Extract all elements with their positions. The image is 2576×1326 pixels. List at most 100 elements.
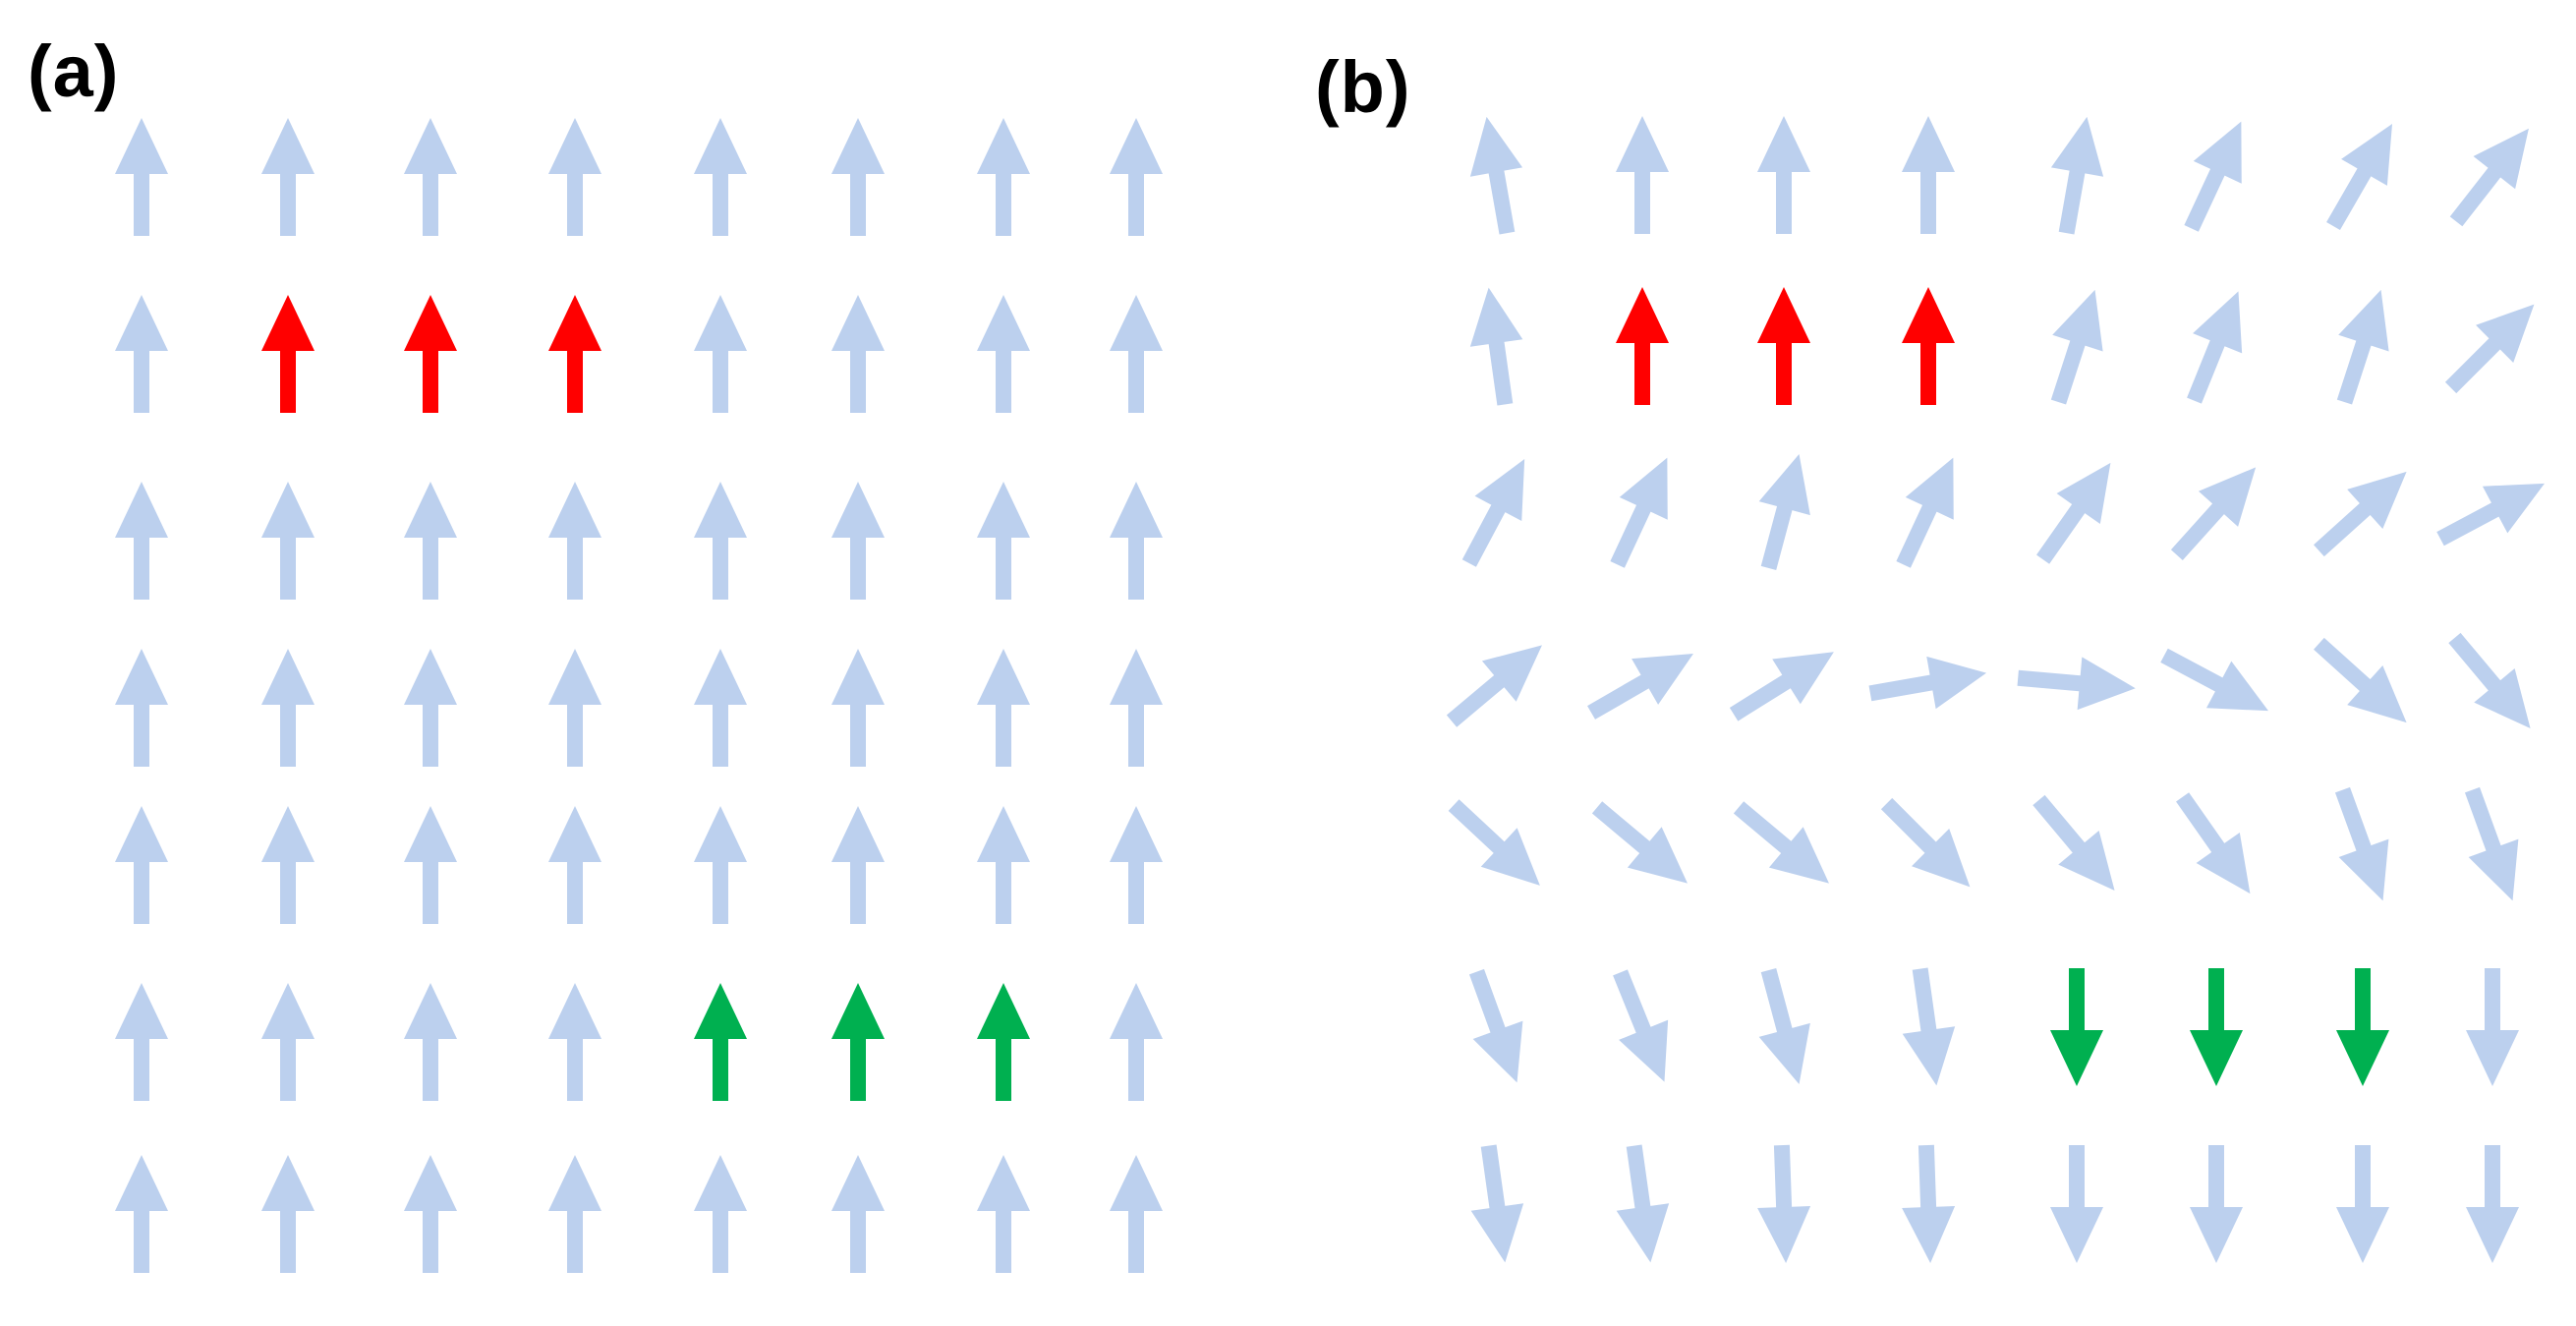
spin-arrow-b-r3-c2 [1610, 457, 1668, 568]
spin-arrow-a-r7-c5 [694, 1155, 747, 1273]
spin-arrow-a-r6-c3 [404, 983, 457, 1101]
spin-arrow-b-r6-c4 [1902, 967, 1956, 1086]
spin-arrow-a-r4-c6 [831, 649, 885, 767]
spin-arrow-b-r3-c7 [2314, 471, 2407, 557]
spin-arrow-b-r3-c8 [2436, 483, 2545, 547]
spin-arrow-a-r1-c5 [694, 118, 747, 236]
spin-arrow-b-r2-c5 [2050, 289, 2103, 405]
spin-arrow-a-r3-c1 [115, 482, 168, 600]
panel-b-label: (b) [1315, 46, 1411, 128]
spin-arrow-a-r1-c3 [404, 118, 457, 236]
spin-arrow-b-r7-c1 [1470, 1144, 1524, 1263]
spin-arrow-a-r4-c3 [404, 649, 457, 767]
spin-arrow-a-r1-c1 [115, 118, 168, 236]
spin-arrow-b-r1-c1 [1469, 116, 1523, 235]
spin-arrow-a-r7-c2 [261, 1155, 315, 1273]
spin-arrow-a-r4-c2 [261, 649, 315, 767]
spin-arrow-a-r1-c6 [831, 118, 885, 236]
spin-arrow-b-r2-c3 [1757, 287, 1810, 405]
spin-arrow-a-r1-c4 [548, 118, 601, 236]
spin-arrow-b-r2-c4 [1902, 287, 1955, 405]
spin-arrow-a-r4-c8 [1110, 649, 1163, 767]
spin-arrow-a-r2-c2 [261, 295, 315, 413]
spin-arrow-a-r2-c5 [694, 295, 747, 413]
spin-arrow-b-r3-c5 [2036, 462, 2111, 564]
spin-arrow-b-r7-c7 [2336, 1145, 2389, 1263]
spin-arrow-a-r6-c4 [548, 983, 601, 1101]
spin-arrow-b-r3-c3 [1758, 454, 1810, 571]
spin-arrow-b-r1-c7 [2326, 124, 2392, 230]
spin-arrow-b-r4-c6 [2160, 648, 2268, 712]
spin-arrow-b-r5-c1 [1448, 799, 1540, 886]
spin-arrow-a-r3-c6 [831, 482, 885, 600]
spin-arrow-b-r2-c6 [2187, 291, 2243, 404]
spin-arrow-b-r6-c5 [2050, 968, 2103, 1086]
spin-arrow-b-r6-c8 [2466, 968, 2519, 1086]
spin-arrow-a-r2-c7 [977, 295, 1030, 413]
spin-arrow-b-r5-c8 [2464, 786, 2519, 901]
spin-arrow-a-r7-c7 [977, 1155, 1030, 1273]
spin-arrow-b-r5-c5 [2032, 794, 2115, 891]
spin-arrow-b-r5-c4 [1880, 797, 1971, 888]
spin-arrow-a-r5-c1 [115, 806, 168, 924]
spin-arrow-b-r5-c7 [2334, 786, 2389, 901]
spin-arrow-b-r6-c6 [2190, 968, 2243, 1086]
spin-arrow-a-r1-c2 [261, 118, 315, 236]
spin-arrow-a-r3-c8 [1110, 482, 1163, 600]
spin-arrow-b-r1-c6 [2184, 121, 2242, 232]
spin-arrow-a-r3-c2 [261, 482, 315, 600]
spin-arrow-a-r5-c5 [694, 806, 747, 924]
spin-arrow-b-r4-c2 [1587, 654, 1693, 720]
spin-arrow-a-r3-c3 [404, 482, 457, 600]
spin-arrow-b-r7-c4 [1902, 1144, 1956, 1263]
spin-arrow-b-r1-c3 [1757, 116, 1810, 234]
spin-arrow-b-r2-c7 [2336, 289, 2389, 405]
spin-arrow-b-r4-c5 [2017, 657, 2136, 711]
spin-arrow-b-r4-c3 [1729, 652, 1834, 721]
spin-arrow-a-r6-c8 [1110, 983, 1163, 1101]
spin-arrow-b-r3-c6 [2170, 467, 2257, 560]
spin-arrow-b-r7-c8 [2466, 1145, 2519, 1263]
spin-arrow-b-r5-c3 [1733, 801, 1829, 884]
spin-arrow-a-r4-c4 [548, 649, 601, 767]
spin-arrow-b-r3-c4 [1896, 457, 1954, 568]
spin-arrow-a-r7-c4 [548, 1155, 601, 1273]
panel-b-spin-grid [1446, 116, 2545, 1263]
spin-arrow-a-r5-c7 [977, 806, 1030, 924]
spin-arrow-b-r7-c6 [2190, 1145, 2243, 1263]
panel-a-label: (a) [28, 30, 120, 112]
spin-arrow-b-r7-c3 [1757, 1144, 1811, 1263]
spin-arrow-b-r6-c1 [1468, 968, 1523, 1083]
spin-arrow-a-r2-c4 [548, 295, 601, 413]
spin-arrow-b-r2-c8 [2444, 304, 2535, 394]
spin-arrow-b-r3-c1 [1461, 459, 1525, 567]
spin-arrow-a-r3-c4 [548, 482, 601, 600]
spin-arrow-b-r4-c7 [2314, 637, 2407, 723]
spin-arrow-a-r5-c6 [831, 806, 885, 924]
spin-arrow-a-r7-c3 [404, 1155, 457, 1273]
spin-arrow-b-r1-c5 [2050, 116, 2104, 235]
spin-arrow-a-r1-c8 [1110, 118, 1163, 236]
spin-arrow-b-r6-c2 [1613, 969, 1669, 1082]
spin-arrow-a-r2-c3 [404, 295, 457, 413]
spin-arrow-a-r3-c7 [977, 482, 1030, 600]
panel-a-spin-grid [115, 118, 1163, 1273]
spin-arrow-b-r6-c3 [1758, 967, 1810, 1084]
spin-arrow-b-r5-c2 [1591, 801, 1688, 884]
spin-arrow-a-r4-c7 [977, 649, 1030, 767]
spin-arrow-b-r2-c2 [1616, 287, 1669, 405]
spin-arrow-a-r6-c7 [977, 983, 1030, 1101]
spin-arrow-a-r7-c8 [1110, 1155, 1163, 1273]
spin-arrow-a-r5-c4 [548, 806, 601, 924]
spin-arrow-a-r2-c8 [1110, 295, 1163, 413]
spin-arrow-b-r2-c1 [1469, 287, 1523, 406]
spin-arrow-b-r4-c4 [1868, 656, 1987, 710]
spin-arrow-a-r6-c5 [694, 983, 747, 1101]
spin-arrow-b-r1-c8 [2449, 128, 2529, 227]
spin-arrow-b-r4-c1 [1446, 645, 1542, 727]
spin-arrow-a-r6-c2 [261, 983, 315, 1101]
spin-arrow-a-r2-c1 [115, 295, 168, 413]
spin-arrow-a-r4-c5 [694, 649, 747, 767]
spin-arrow-b-r1-c4 [1902, 116, 1955, 234]
